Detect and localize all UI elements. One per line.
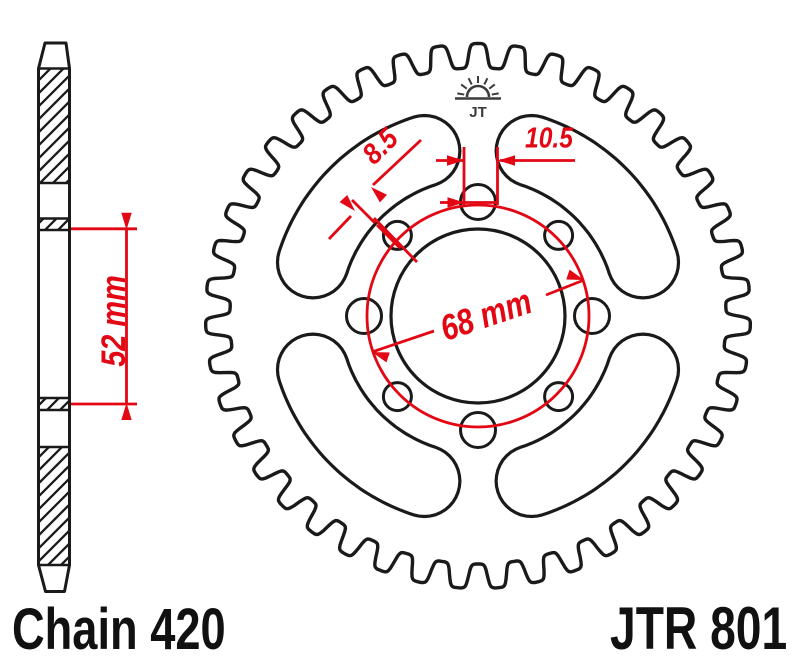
- dimension-arrowhead: [339, 195, 355, 211]
- hatch-line: [37, 68, 71, 113]
- bolt-hole-small: [381, 381, 413, 413]
- hatch-line: [37, 101, 71, 178]
- dimension-line: [545, 278, 585, 297]
- hatch-line: [37, 75, 71, 152]
- dimension-line: [376, 224, 401, 249]
- kidney-cutout: [275, 113, 462, 300]
- sun-ray-icon: [491, 92, 499, 96]
- hatch-line: [37, 491, 71, 565]
- kidney-cutout: [275, 332, 462, 519]
- dimension-arrowhead: [447, 155, 464, 166]
- hatch-line: [37, 517, 71, 565]
- hatch-line: [37, 504, 71, 565]
- bolt-circle-68mm: [365, 203, 591, 429]
- dimension-line: [351, 199, 376, 224]
- dimension-line: [371, 329, 435, 354]
- dimension-arrowhead: [447, 197, 465, 208]
- hatch-line: [37, 140, 71, 217]
- bolt-hole-large: [573, 297, 611, 335]
- hatch-line: [37, 114, 71, 191]
- sun-ray-icon: [457, 92, 465, 96]
- side-view-cross-section: [37, 41, 71, 593]
- sun-ray-icon: [460, 83, 468, 90]
- jt-logo-text: JT: [469, 104, 487, 121]
- dimension-line: [327, 215, 353, 240]
- dimension-lines: [71, 138, 591, 429]
- dimension-arrowhead: [372, 352, 390, 363]
- bolt-hole-small: [381, 219, 413, 251]
- dimension-arrowhead: [121, 403, 132, 420]
- bolt-hole-small: [543, 219, 575, 251]
- dimension-arrowhead: [371, 187, 387, 203]
- hatch-line: [37, 88, 71, 165]
- hatch-line: [37, 127, 71, 204]
- dimension-line: [372, 138, 422, 187]
- hatch-line: [37, 68, 71, 126]
- hatch-line: [37, 452, 71, 529]
- jt-logo: JT: [455, 76, 501, 121]
- part-number-label: JTR 801: [610, 595, 788, 662]
- dimension-arrowhead: [498, 155, 515, 166]
- front-view-sprocket: [204, 41, 752, 590]
- sun-ray-icon: [483, 77, 489, 85]
- hatch-line: [37, 465, 71, 542]
- chain-size-label: Chain 420: [12, 597, 226, 662]
- bolt-hole-small: [543, 381, 575, 413]
- bolt-hole-large: [459, 411, 497, 449]
- sun-ray-icon: [467, 77, 473, 85]
- dimension-arrowhead: [121, 212, 132, 230]
- bolt-hole-large: [345, 297, 383, 335]
- hatch-line: [37, 426, 71, 503]
- kidney-cutout: [494, 332, 681, 519]
- hatch-line: [37, 478, 71, 555]
- hatch-line: [37, 439, 71, 516]
- dimension-52mm-label: 52 mm: [95, 275, 133, 367]
- center-bore: [389, 227, 567, 405]
- sun-ray-icon: [488, 83, 496, 90]
- sun-icon: [465, 84, 491, 98]
- dimension-line: [372, 217, 419, 263]
- hatch-line: [37, 413, 71, 490]
- hatch-line: [37, 361, 71, 438]
- dimension-arrowhead: [566, 269, 584, 280]
- hatch-line: [37, 68, 71, 139]
- dimension-10-5-label: 10.5: [525, 122, 573, 155]
